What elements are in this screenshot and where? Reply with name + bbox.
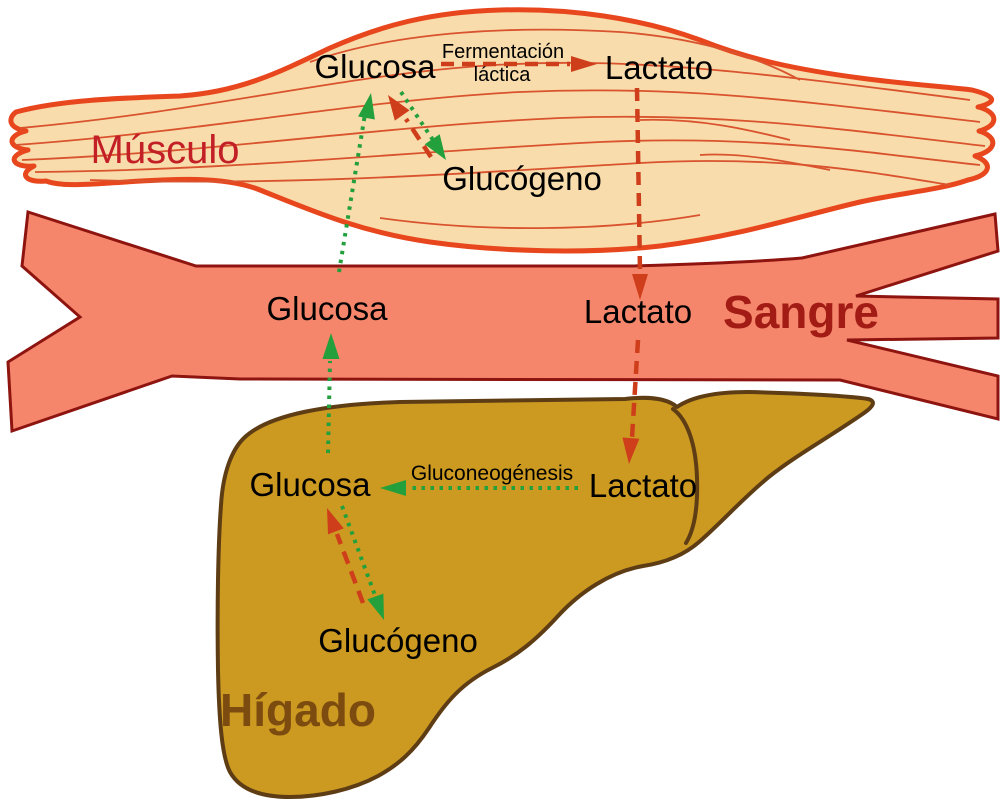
arrow-muscle-glucose-to-glycogen — [399, 90, 446, 160]
arrow-liver-glucose-to-glycogen — [340, 505, 384, 620]
arrow-muscle-lactate-to-blood-lactate — [632, 87, 648, 300]
liver-glycogen-label: Glucógeno — [318, 622, 478, 659]
muscle-striations — [14, 28, 986, 230]
arrow-muscle-glucose-to-lactate — [441, 56, 597, 72]
arrow-blood-lactate-to-liver-lactate — [622, 339, 641, 464]
blood-section: Sangre Glucosa Lactato — [6, 210, 1000, 434]
lactic-fermentation-label-line2: láctica — [474, 64, 532, 86]
lactic-fermentation-label-line1: Fermentación — [442, 41, 564, 63]
blood-vessel-shape — [6, 210, 1000, 434]
arrow-blood-glucose-to-muscle-glucose — [337, 93, 375, 273]
blood-label: Sangre — [723, 286, 879, 338]
arrow-muscle-glycogen-to-glucose — [388, 95, 433, 159]
liver-lactate-label: Lactato — [589, 467, 697, 504]
blood-lactate-label: Lactato — [584, 293, 692, 330]
muscle-section: Músculo Glucosa Lactato Glucógeno Fermen… — [8, 7, 997, 254]
muscle-glucose-label: Glucosa — [314, 48, 436, 85]
arrow-liver-lactate-to-glucose — [380, 480, 578, 496]
liver-lobe-line — [671, 407, 700, 545]
liver-glucose-label: Glucosa — [249, 466, 371, 503]
blood-glucose-label: Glucosa — [266, 290, 388, 327]
liver-shape — [215, 390, 875, 799]
muscle-glycogen-label: Glucógeno — [442, 160, 602, 197]
liver-section: Hígado Glucosa Lactato Glucógeno Glucone… — [215, 390, 875, 799]
muscle-lactate-label: Lactato — [605, 49, 713, 86]
liver-label: Hígado — [220, 684, 376, 736]
arrow-liver-glycogen-to-glucose — [327, 508, 366, 604]
arrow-liver-glucose-to-blood-glucose — [322, 333, 340, 454]
muscle-shape — [8, 7, 997, 254]
muscle-label: Músculo — [91, 128, 240, 172]
gluconeogenesis-label: Gluconeogénesis — [411, 462, 573, 485]
